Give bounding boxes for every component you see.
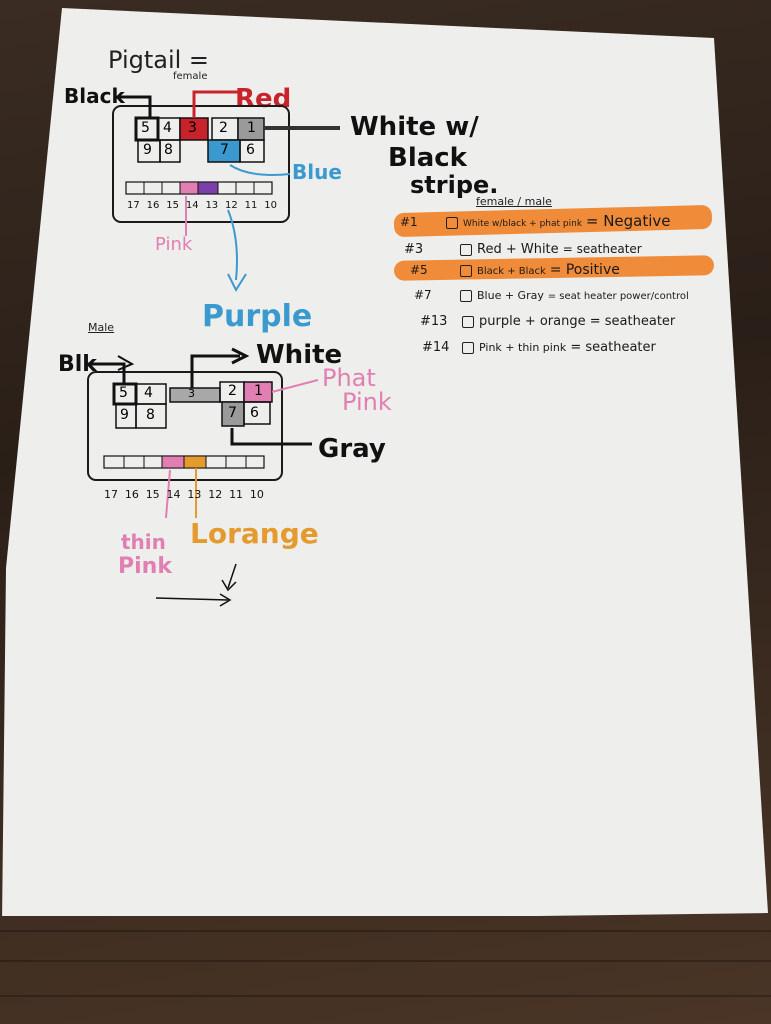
label-purple: Purple: [202, 299, 313, 334]
pin-number: 17: [127, 200, 140, 211]
checkbox[interactable]: [462, 341, 474, 354]
male-cell-4: 4: [144, 385, 153, 401]
label-thin: thin: [121, 530, 166, 554]
paper-sheet: [2, 8, 768, 916]
pin-number: 10: [249, 488, 264, 501]
legend-row-num: #5: [410, 263, 428, 277]
legend-row-value: = seatheater: [570, 340, 656, 355]
pin-number: 16: [146, 200, 160, 211]
label-blue: Blue: [292, 160, 342, 184]
pig-cell-8: 8: [164, 142, 173, 158]
label-white: White: [256, 340, 343, 370]
male-pin-numbers: 17 16 15 14 13 12 11 10: [104, 488, 264, 501]
male-cell-8: 8: [146, 407, 155, 423]
male-cell-9: 9: [120, 407, 129, 423]
legend-row-value: = seatheater: [589, 314, 676, 329]
pin-number: 15: [145, 488, 160, 501]
pig-cell-9: 9: [143, 142, 152, 158]
legend-row-num: #14: [422, 340, 450, 355]
pin-number: 13: [187, 488, 202, 501]
legend-row-num: #1: [400, 215, 418, 229]
male-cell-3: 3: [188, 387, 195, 400]
male-cell-2: 2: [228, 383, 237, 399]
pin-number: 14: [166, 488, 181, 501]
pin-number: 11: [244, 200, 258, 211]
label-stripe: stripe.: [410, 171, 499, 199]
legend-row: #5 Black + Black = Positive: [410, 262, 620, 278]
label-thin-pink: Pink: [118, 554, 172, 579]
male-cell-1: 1: [254, 383, 263, 399]
pig-cell-3: 3: [188, 120, 197, 136]
legend-row: #14 Pink + thin pink = seatheater: [422, 340, 656, 355]
label-gray: Gray: [318, 434, 386, 464]
legend-row-text: Black + Black: [477, 266, 546, 277]
legend-row-text: White w/black + phat pink: [463, 219, 583, 229]
legend-row-value: = Negative: [585, 212, 671, 230]
pin-number: 11: [229, 488, 244, 501]
checkbox[interactable]: [446, 216, 458, 229]
legend-row: #13 purple + orange = seatheater: [420, 314, 675, 329]
legend-row-text: Red + White: [477, 242, 559, 257]
pin-number: 10: [264, 200, 277, 211]
pigtail-pin-numbers: 17 16 15 14 13 12 11 10: [127, 200, 277, 211]
legend-header: female / male: [476, 195, 552, 208]
legend-row-num: #3: [404, 242, 424, 257]
pig-cell-5: 5: [141, 120, 150, 136]
male-title: Male: [88, 321, 115, 334]
label-black-2: Black: [388, 143, 467, 173]
pin-number: 13: [205, 200, 219, 211]
pig-cell-2: 2: [219, 120, 228, 136]
label-blk: Blk: [58, 352, 97, 377]
label-red: Red: [235, 84, 292, 114]
male-cell-5: 5: [119, 385, 128, 401]
label-lorange: Lorange: [190, 517, 319, 550]
pigtail-title: Pigtail =: [108, 46, 210, 74]
checkbox[interactable]: [460, 289, 472, 302]
legend-row-value: = seat heater power/control: [547, 291, 689, 302]
pin-number: 16: [124, 488, 139, 501]
male-cell-6: 6: [250, 405, 259, 421]
legend-row-value: = Positive: [549, 262, 620, 278]
label-phat: Phat: [322, 364, 376, 392]
legend-row: #1 White w/black + phat pink = Negative: [400, 212, 671, 230]
pig-cell-7: 7: [220, 142, 229, 158]
legend-row-num: #7: [414, 288, 432, 302]
pig-cell-1: 1: [247, 120, 256, 136]
pin-number: 12: [225, 200, 238, 211]
pin-number: 14: [185, 200, 199, 211]
pig-cell-4: 4: [163, 120, 172, 136]
legend-row-text: purple + orange: [479, 314, 586, 329]
legend-row-num: #13: [420, 314, 448, 329]
legend-row-text: Pink + thin pink: [479, 341, 567, 354]
label-phat-pink: Pink: [342, 388, 392, 416]
pin-number: 17: [104, 488, 118, 501]
label-black: Black: [64, 84, 125, 108]
pig-cell-6: 6: [246, 142, 255, 158]
legend-row-text: Blue + Gray: [477, 289, 544, 302]
male-cell-7: 7: [228, 405, 237, 421]
legend-row: #7 Blue + Gray = seat heater power/contro…: [414, 288, 689, 302]
legend-row-value: = seatheater: [562, 242, 642, 256]
pin-number: 15: [166, 200, 179, 211]
pin-number: 12: [208, 488, 223, 501]
pigtail-subtitle: female: [173, 71, 208, 82]
label-white-w: White w/: [350, 112, 479, 142]
checkbox[interactable]: [460, 243, 472, 256]
label-pink: Pink: [155, 234, 193, 255]
legend-row: #3 Red + White = seatheater: [404, 242, 642, 257]
checkbox[interactable]: [462, 315, 474, 328]
checkbox[interactable]: [460, 264, 472, 277]
